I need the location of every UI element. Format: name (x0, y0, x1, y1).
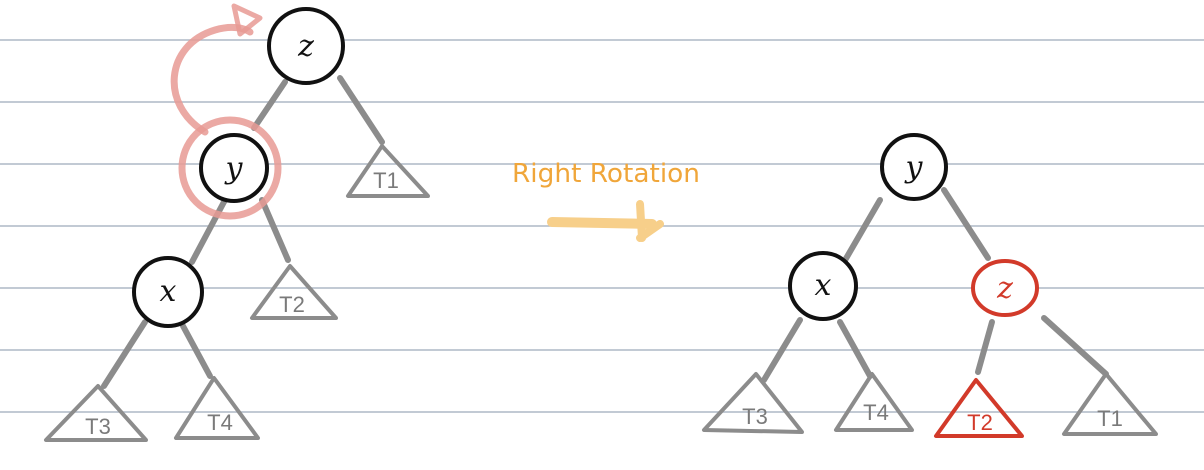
subtree-t1-label: T1 (373, 168, 399, 193)
edge-x-t3 (101, 319, 148, 389)
after-subtree-t3-label: T3 (742, 404, 768, 429)
after-tree: y x z T3 T4 T2 T1 (702, 133, 1158, 438)
edge-x-t3 (761, 317, 803, 383)
subtree-t4: T4 (174, 376, 260, 440)
after-node-z-label: z (996, 271, 1013, 306)
after-subtree-t3: T3 (702, 372, 804, 434)
rotation-curve-arrowhead (231, 3, 263, 37)
rotation-curve-arrow (170, 23, 254, 136)
node-z: z (267, 7, 345, 85)
after-node-z: z (971, 259, 1039, 317)
node-x-label: x (160, 274, 177, 309)
subtree-t3: T3 (44, 384, 148, 442)
after-node-y-label: y (904, 150, 924, 185)
edge-y-x (189, 197, 228, 265)
subtree-t1: T1 (346, 144, 430, 198)
operation-label: Right Rotation (512, 159, 700, 189)
subtree-t2-label: T2 (279, 292, 305, 317)
right-arrow-icon (547, 200, 664, 242)
after-node-y: y (880, 133, 948, 201)
edge-y-x (841, 197, 883, 265)
after-subtree-t1: T1 (1062, 372, 1158, 436)
after-subtree-t4-label: T4 (863, 400, 889, 425)
after-subtree-t1-label: T1 (1097, 406, 1123, 431)
subtree-t3-label: T3 (85, 414, 111, 439)
operation: Right Rotation (512, 159, 700, 242)
node-y-label: y (224, 151, 244, 186)
after-node-x-label: x (815, 268, 832, 303)
node-z-label: z (297, 29, 314, 64)
edge-z-t1 (337, 75, 385, 145)
edge-x-t4 (837, 319, 873, 379)
edge-z-t2 (975, 319, 995, 375)
edge-y-t2 (259, 197, 291, 263)
edge-x-t4 (180, 323, 213, 379)
node-y: y (178, 116, 282, 220)
after-subtree-t4: T4 (834, 372, 914, 432)
edge-y-z (941, 187, 991, 261)
node-x: x (132, 256, 204, 328)
node-y-highlight (178, 116, 282, 220)
edge-z-t1 (1041, 315, 1109, 377)
after-node-x: x (788, 251, 858, 321)
subtree-t2: T2 (250, 264, 338, 320)
before-tree: z y x T1 T2 T3 T4 (44, 3, 430, 442)
after-subtree-t2-label: T2 (967, 410, 993, 435)
after-subtree-t2: T2 (934, 378, 1024, 438)
subtree-t4-label: T4 (207, 410, 233, 435)
edge-z-y (251, 79, 288, 131)
